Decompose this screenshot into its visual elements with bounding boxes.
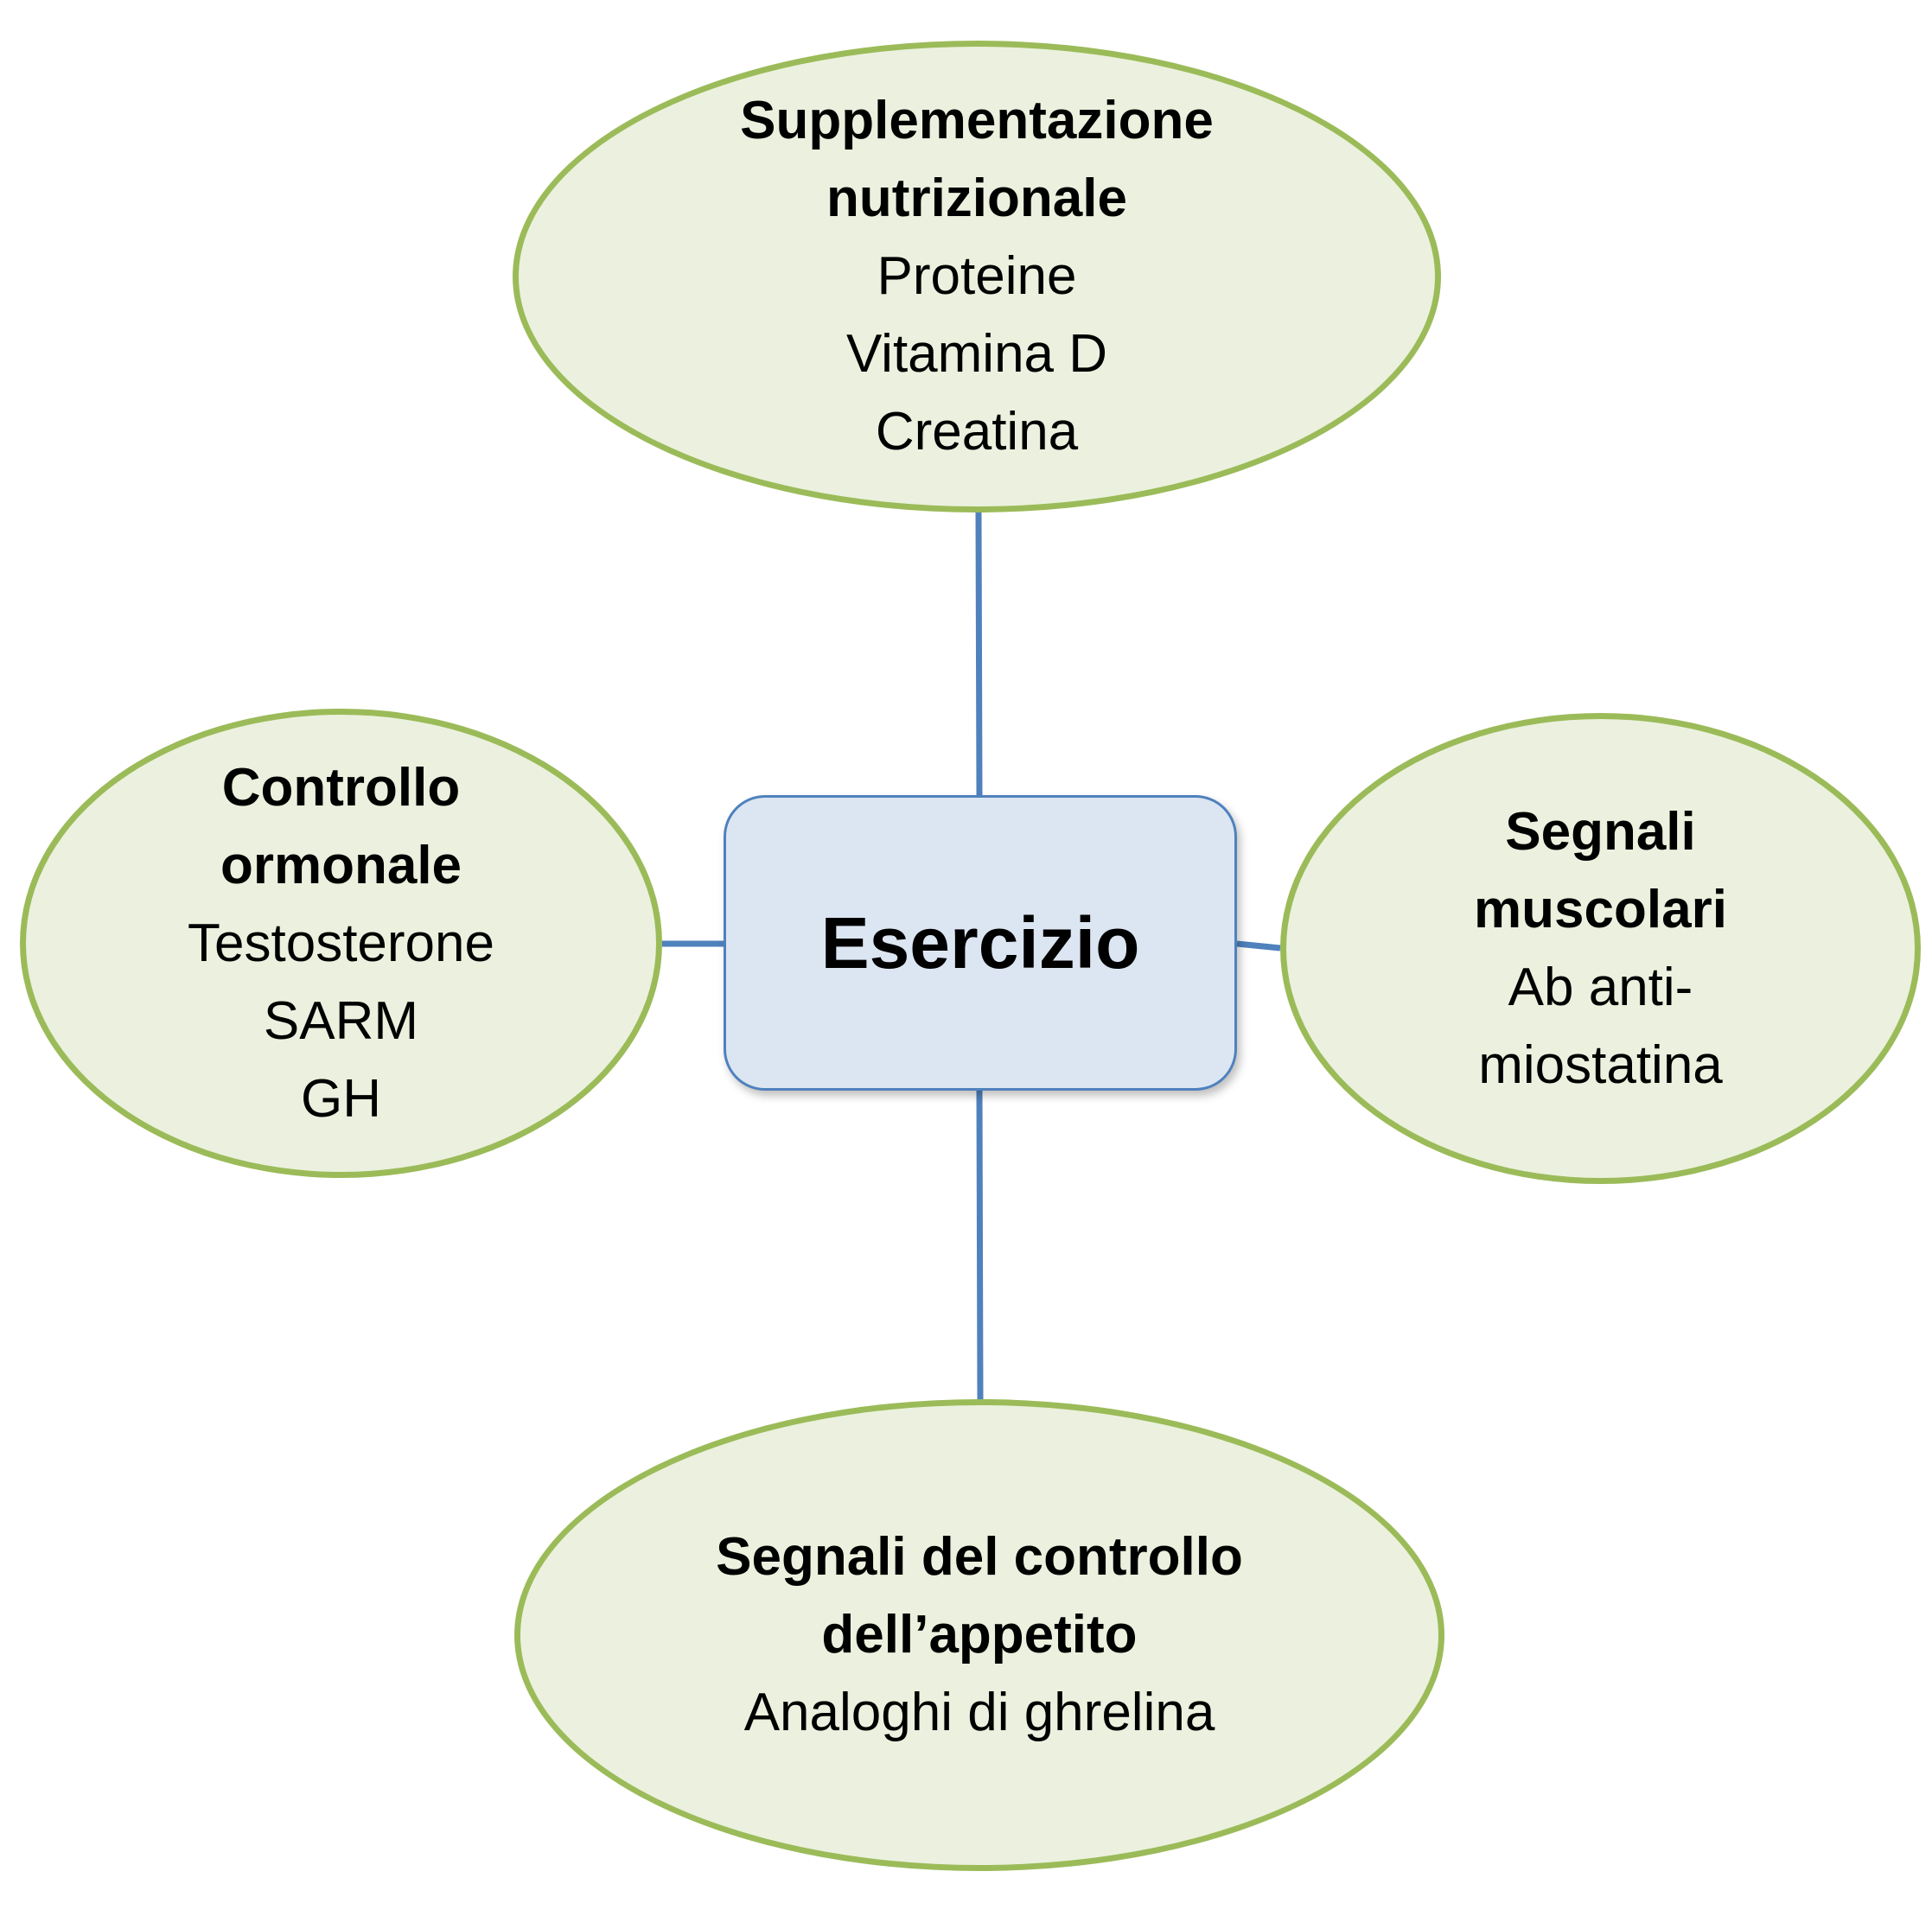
node-title-line: Supplementazione: [740, 91, 1214, 150]
node-item: Testosterone: [188, 913, 494, 973]
node-item: Proteine: [877, 246, 1077, 306]
node-title-line: Controllo: [221, 757, 461, 818]
node-item: GH: [301, 1068, 381, 1129]
node-title-line: dell’appetito: [821, 1605, 1138, 1665]
connector-bottom: [976, 1090, 984, 1400]
node-item: Analoghi di ghrelina: [743, 1683, 1215, 1742]
node-item: Vitamina D: [845, 324, 1108, 384]
node-muscle-signals: Segnali muscolari Ab anti- miostatina: [1280, 713, 1921, 1184]
node-item: Creatina: [875, 402, 1079, 461]
node-appetite-control-signals: Segnali del controllo dell’appetito Anal…: [514, 1399, 1444, 1871]
node-hormonal-control: Controllo ormonale Testosterone SARM GH: [20, 709, 662, 1178]
node-title-line: nutrizionale: [826, 169, 1127, 228]
node-title-line: Segnali del controllo: [716, 1527, 1243, 1587]
node-nutritional-supplementation: Supplementazione nutrizionale Proteine V…: [513, 41, 1441, 512]
node-title-line: ormonale: [220, 835, 462, 895]
node-item: SARM: [263, 990, 419, 1051]
center-node-label: Esercizio: [820, 901, 1140, 983]
node-title-line: Segnali: [1505, 801, 1696, 862]
node-item: Ab anti-: [1508, 957, 1693, 1017]
center-node-exercise: Esercizio: [724, 795, 1237, 1091]
node-title-line: muscolari: [1474, 879, 1727, 939]
node-item: miostatina: [1478, 1034, 1723, 1095]
connector-right: [1236, 940, 1281, 952]
